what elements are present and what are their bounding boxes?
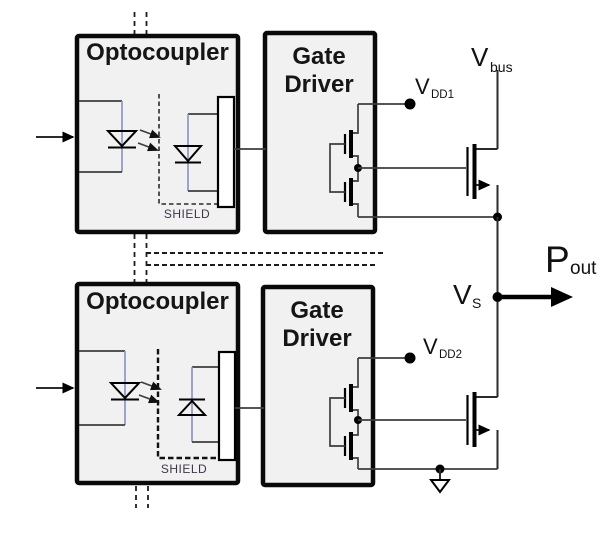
optocoupler-bottom-title: Optocoupler: [86, 288, 229, 315]
led-icon-top: [105, 130, 139, 149]
vs-label-sub: S: [472, 295, 481, 311]
isolation-barrier-dashed-lines: [133, 12, 384, 508]
totem2-rail-bot: [351, 457, 359, 469]
shield-label-bottom: SHIELD: [161, 462, 207, 476]
light-emission-arrows-top: [137, 129, 161, 152]
vdd1-label: V: [415, 74, 430, 99]
gate-driver-top-output-stage: [329, 98, 498, 218]
vs-label: V: [453, 279, 472, 310]
ground-icon: [429, 469, 451, 494]
gate-driver-bottom-title-line1: Gate: [290, 297, 343, 324]
vdd1-dot: [404, 98, 416, 110]
shield-label-top: SHIELD: [164, 207, 210, 221]
optocoupler-top-title: Optocoupler: [86, 39, 229, 66]
gate-driver-bottom-title-line2: Driver: [282, 325, 351, 352]
output-buffer-bottom: [217, 350, 237, 462]
mosfet-low-side-icon: [466, 392, 499, 469]
pout-label-sub: out: [570, 258, 597, 279]
totem-gate-tie-bottom: [329, 397, 345, 447]
vbus-label-sub: bus: [490, 59, 513, 75]
pout-arrow: [502, 287, 573, 307]
gate-driver-top-title-line2: Driver: [284, 71, 353, 98]
totem-gate-tie-top: [329, 143, 345, 193]
led-icon-bottom: [108, 382, 142, 401]
mosfet-high-side-icon: [466, 144, 499, 218]
gate-driver-bottom-output-stage: [329, 352, 498, 470]
shield-dashed-line-bottom: [156, 349, 219, 460]
vbus-label: V: [471, 42, 489, 72]
optocoupler-top-internals: SHIELD: [36, 94, 266, 221]
vdd2-label: V: [423, 334, 438, 359]
photodiode-icon-top: [172, 145, 204, 164]
optocoupler-bottom-internals: SHIELD: [36, 349, 264, 476]
net-labels: V bus V DD1 V DD2 V S P out: [415, 42, 597, 361]
gate-driver-bottom-box: [260, 284, 376, 488]
pout-label: P: [545, 239, 570, 280]
gate-driver-top-box: [262, 30, 378, 235]
totem-rail-top: [351, 104, 359, 134]
vdd1-label-sub: DD1: [431, 89, 454, 101]
output-buffer-top: [216, 95, 236, 209]
vdd2-label-sub: DD2: [439, 349, 462, 361]
vdd2-dot: [404, 352, 416, 364]
power-stage: [429, 70, 573, 494]
vs-node-dot: [492, 292, 503, 302]
gate-driver-top-title-line1: Gate: [292, 43, 345, 70]
photodiode-icon-bottom: [176, 398, 208, 416]
totem-rail-bot: [351, 203, 359, 217]
totem2-rail-top: [351, 358, 359, 388]
